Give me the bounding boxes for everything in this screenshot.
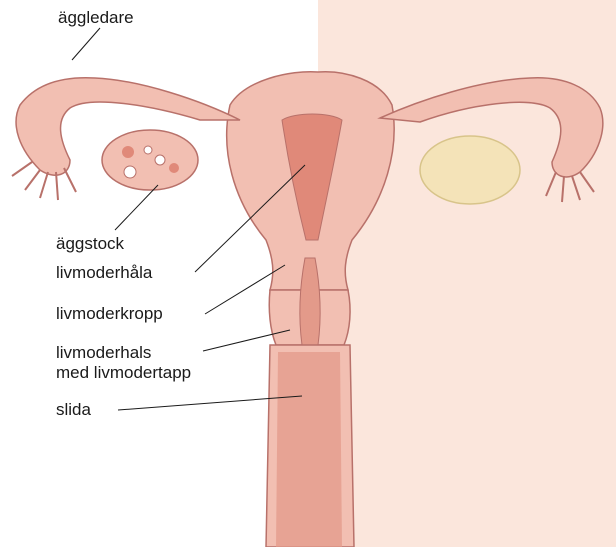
label-uterine-body: livmoderkropp [56,304,163,324]
label-cervix-detail: med livmodertapp [56,363,191,383]
leader-line-ovary [115,185,158,230]
follicle [155,155,165,165]
cervical-canal [300,258,320,345]
label-ovary: äggstock [56,234,124,254]
left-ovary [102,130,198,190]
label-uterine-cavity: livmoderhåla [56,263,152,283]
follicle [124,166,136,178]
vagina-lumen [276,352,342,547]
label-cervix: livmoderhals [56,343,151,363]
right-ovary [420,136,520,204]
follicle [169,163,179,173]
follicle [122,146,134,158]
label-fallopian-tube: äggledare [58,8,134,28]
leader-line-fallopian-tube [72,28,100,60]
label-vagina: slida [56,400,91,420]
follicle [144,146,152,154]
